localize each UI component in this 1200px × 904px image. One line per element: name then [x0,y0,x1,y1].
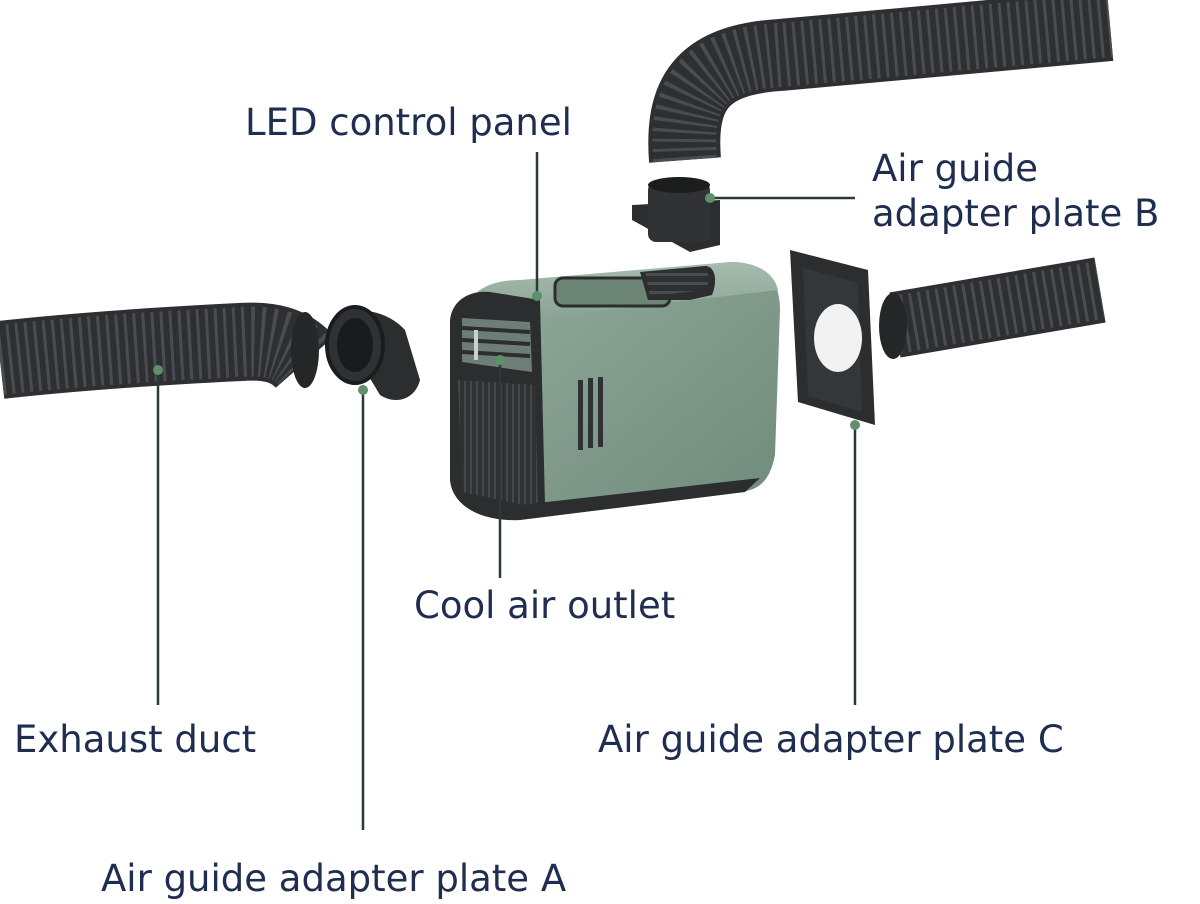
ac-unit [450,262,780,521]
exhaust-duct-hose [0,302,335,399]
leader-lines [156,152,857,830]
adapter-plate-b-line1: Air guide [872,147,1039,190]
adapter-plate-b [632,177,720,252]
right-hose [879,257,1106,359]
callout-dots [153,193,860,430]
adapter-plate-b-line2: adapter plate B [872,192,1160,235]
adapter-plate-c-label: Air guide adapter plate C [598,718,1064,761]
adapter-plate-a [325,305,420,400]
led-control-panel-label: LED control panel [245,101,572,144]
exhaust-duct-label: Exhaust duct [14,718,257,761]
top-hose [648,0,1114,163]
adapter-plate-a-label: Air guide adapter plate A [101,857,567,900]
adapter-plate-b-label: Air guide adapter plate B [872,146,1159,236]
adapter-plate-c [790,250,875,425]
cool-air-outlet-label: Cool air outlet [414,584,676,627]
